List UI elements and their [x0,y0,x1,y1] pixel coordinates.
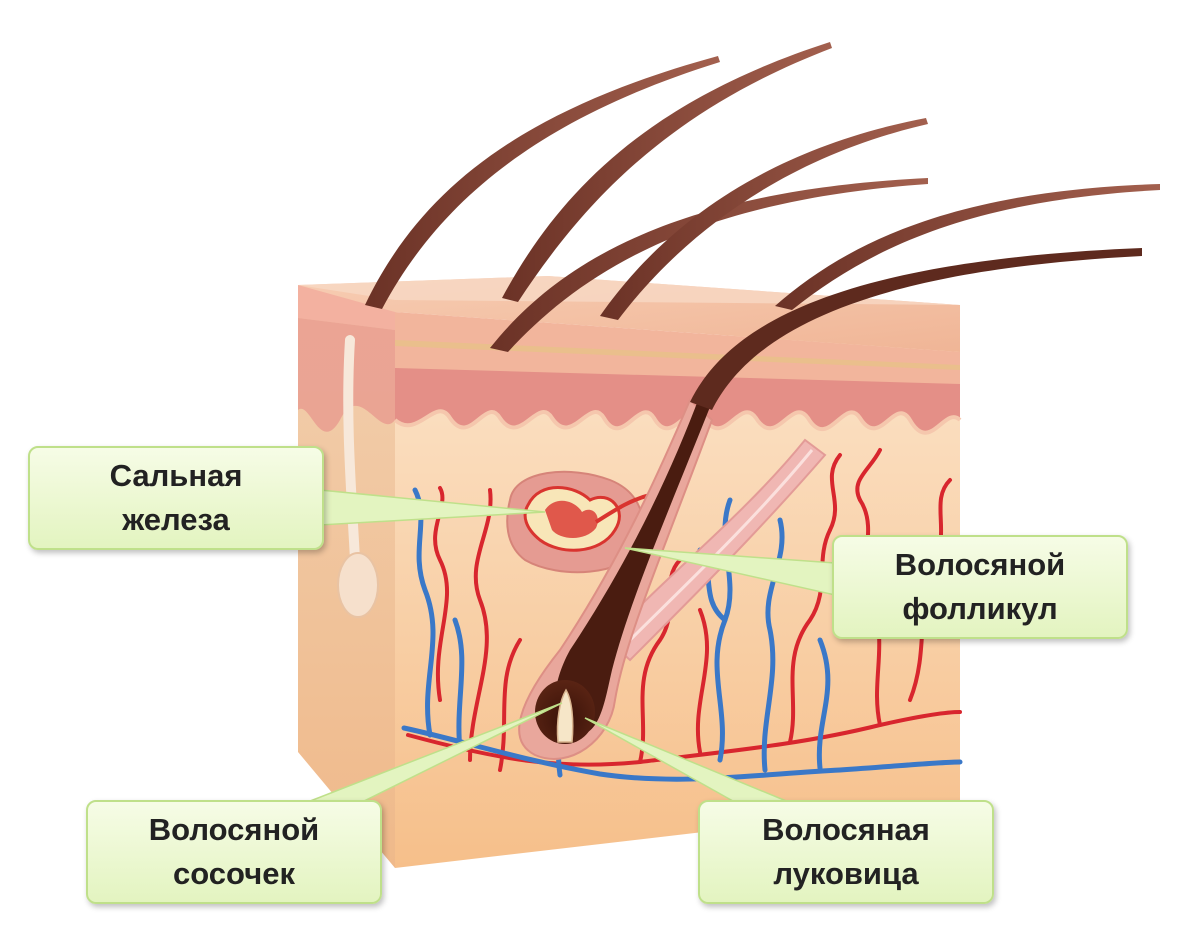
side-sebaceous-sac [337,552,379,618]
hair-4 [600,118,928,320]
callout-pointers [299,489,836,806]
hair-5 [775,184,1160,310]
callout-sebaceous-gland: Сальная железа [28,446,324,550]
hairs [365,42,1160,410]
veins [401,487,963,782]
callout-hair-bulb-line1: Волосяная [762,812,930,847]
callout-hair-follicle-line2: фолликул [902,591,1058,626]
hair-main [690,248,1142,410]
hair-2 [502,42,832,302]
callout-sebaceous-gland-line2: железа [122,502,230,537]
callout-dermal-papilla-line2: сосочек [173,856,295,891]
hair-1 [365,56,720,309]
sebaceous-gland [506,470,651,574]
side-sebaceous-duct [343,335,360,565]
callout-sebaceous-gland-line1: Сальная [109,458,243,493]
papillary-dermis-layer [395,368,960,433]
callout-hair-follicle-line1: Волосяной [894,547,1066,582]
epidermis-layer [395,312,960,386]
callout-hair-follicle: Волосяной фолликул [832,535,1128,639]
callout-hair-bulb: Волосяная луковица [698,800,994,904]
hair-shaft-in-follicle [554,395,712,736]
callout-hair-bulb-line2: луковица [773,856,919,891]
callout-dermal-papilla-line1: Волосяной [148,812,320,847]
callout-dermal-papilla: Волосяной сосочек [86,800,382,904]
hair-follicle [518,395,714,760]
